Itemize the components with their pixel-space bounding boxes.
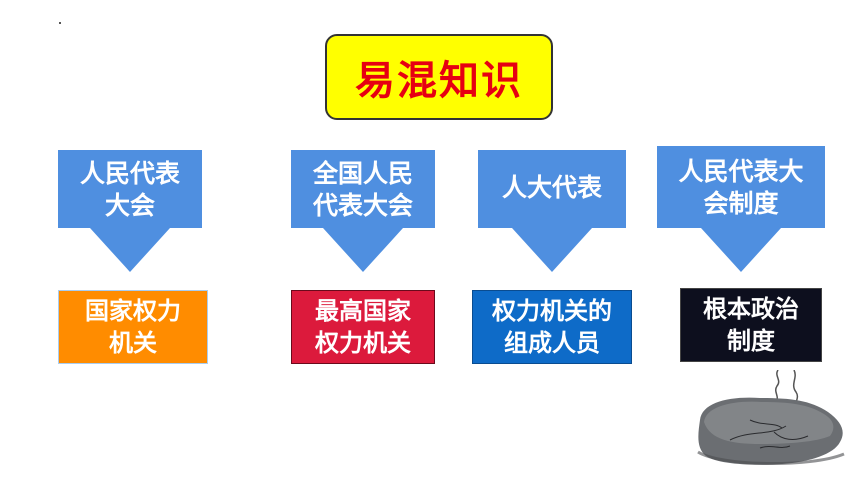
down-arrow-shape-1 — [58, 150, 202, 272]
meaning-box-4: 根本政治 制度 — [680, 288, 822, 362]
hanging-stone-decoration — [690, 369, 850, 474]
stone-icon — [697, 369, 845, 466]
term-label-1: 人民代表 大会 — [79, 159, 180, 220]
arrow-term-4: 人民代表大 会制度 — [657, 146, 825, 272]
page-title: 易混知识 — [325, 34, 553, 120]
stray-dot — [59, 22, 61, 24]
down-arrow-shape-4 — [657, 146, 825, 272]
term-label-4: 人民代表大 会制度 — [678, 157, 804, 218]
down-arrow-shape-2 — [291, 150, 435, 272]
down-arrow-shape-3 — [478, 150, 626, 272]
term-label-3: 人大代表 — [501, 173, 602, 202]
meaning-box-1: 国家权力 机关 — [58, 290, 208, 364]
arrow-term-2: 全国人民 代表大会 — [291, 150, 435, 272]
term-label-2: 全国人民 代表大会 — [312, 159, 413, 220]
arrow-term-3: 人大代表 — [478, 150, 626, 272]
arrow-term-1: 人民代表 大会 — [58, 150, 202, 272]
meaning-box-3: 权力机关的 组成人员 — [472, 290, 632, 364]
meaning-box-2: 最高国家 权力机关 — [291, 290, 435, 364]
